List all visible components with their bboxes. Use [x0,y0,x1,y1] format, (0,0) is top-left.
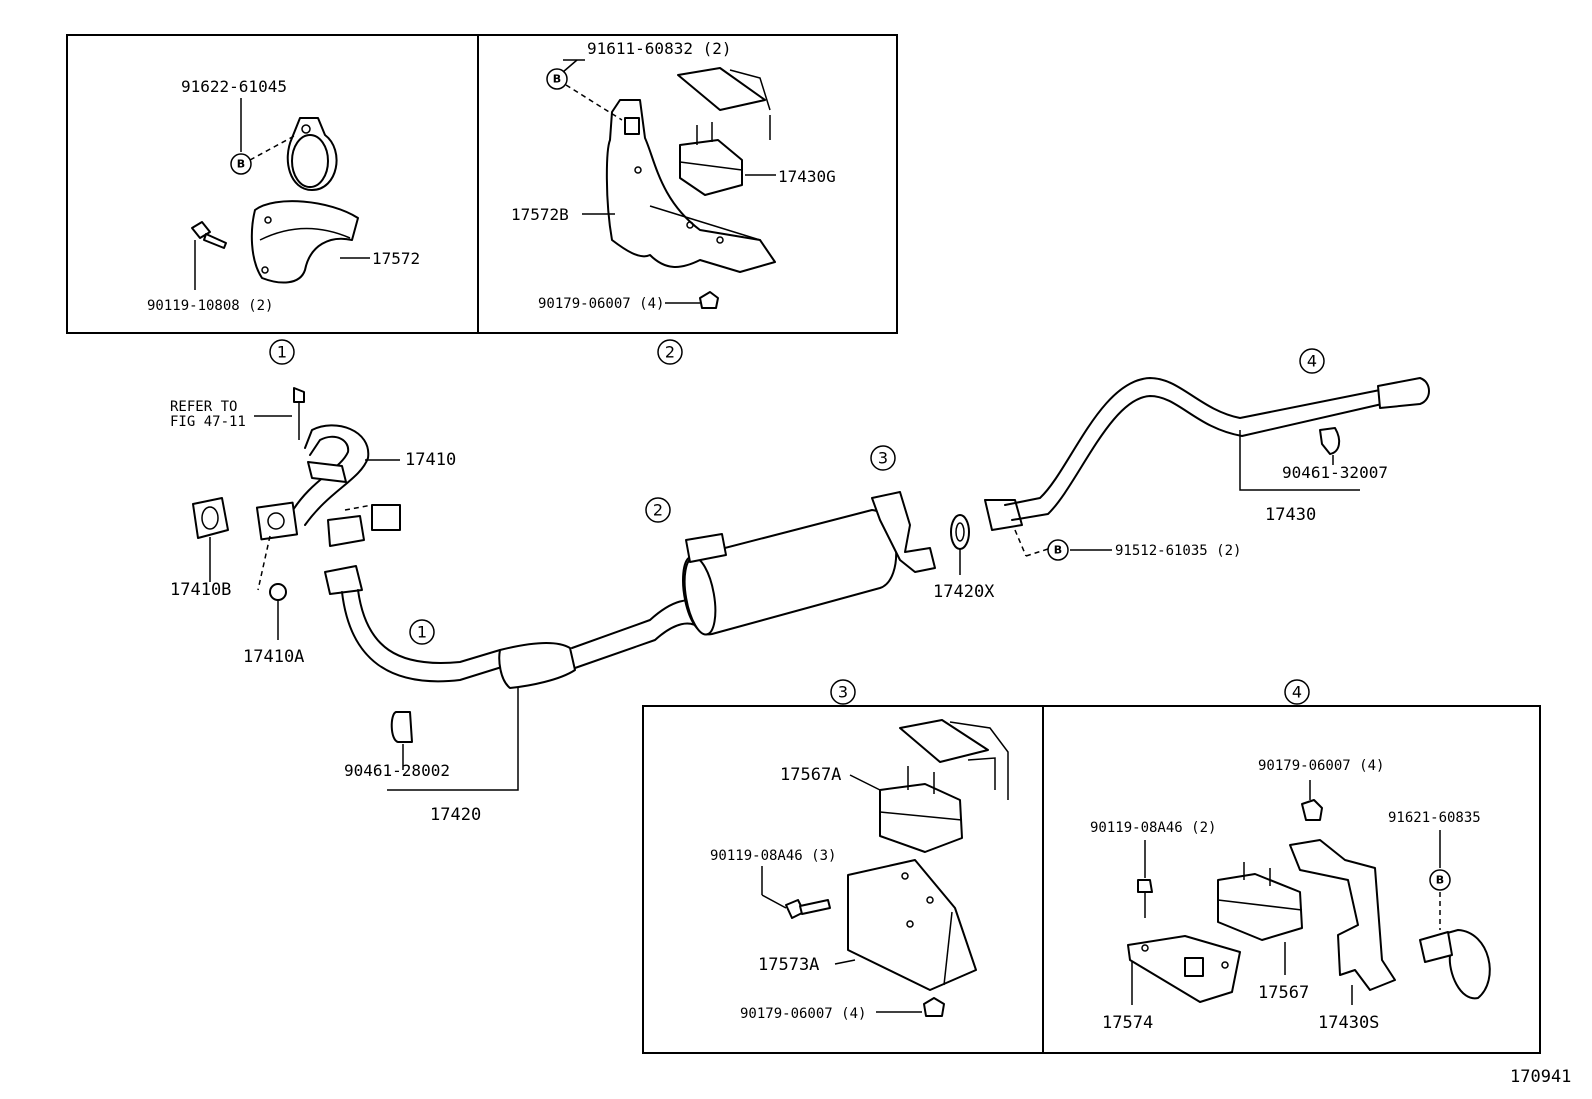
nut-17410a [269,583,287,601]
label-17574: 17574 [1102,1013,1153,1033]
converter-17420 [498,599,701,689]
front-exhaust-pipe-1 [324,565,506,683]
label-17567: 17567 [1258,983,1309,1003]
callout-2-top: 2 [665,343,675,362]
bolt-mark-b-1 [230,153,252,175]
bolt-mark-label: B [553,73,561,86]
bolt-90119-08a46-box3 [785,899,831,919]
insulator-17430g [679,122,743,196]
nut-90179-box2 [699,291,719,309]
callout-3-main: 3 [878,449,888,468]
callout-4-main: 4 [1307,352,1317,371]
callout-4-bottom: 4 [1292,683,1302,702]
bolt-mark-label: B [1054,544,1062,557]
label-refer-to: REFER TO [170,399,237,415]
insulator-17567a [879,766,963,853]
bracket-17572 [250,200,359,284]
detail-box-bottom [642,705,1541,1054]
callout-1-main: 1 [417,623,427,642]
tail-pipe-17430 [984,377,1430,531]
label-17410a: 17410A [243,647,304,667]
front-pipe-17410 [255,424,401,547]
bolt-mark-b-2 [546,68,568,90]
label-17410b: 17410B [170,580,231,600]
clamp-91622 [286,117,338,191]
bolt-90119-08a46-box4 [1137,879,1153,918]
label-17420: 17420 [430,805,481,825]
label-91622-61045: 91622-61045 [181,77,287,96]
label-17572b: 17572B [511,205,569,224]
bolt-mark-label: B [1436,874,1444,887]
gasket-17410b [192,497,229,539]
bolt-90119-10808 [191,221,227,249]
mount-bracket-top-box2 [677,67,771,140]
label-17567a: 17567A [780,765,841,785]
label-17572: 17572 [372,249,420,268]
callout-3-bottom: 3 [838,683,848,702]
label-90179-06007-box2: 90179-06007 (4) [538,296,664,312]
clamp-90461-32007 [1319,427,1341,455]
label-90119-08a46-3: 90119-08A46 (3) [710,848,836,864]
figure-number: 170941 [1510,1067,1571,1087]
label-90119-10808: 90119-10808 (2) [147,298,273,314]
label-fig-47-11: FIG 47-11 [170,414,246,430]
label-91611-60832: 91611-60832 (2) [587,39,732,58]
bolt-mark-b-3 [1047,539,1069,561]
label-17430s: 17430S [1318,1013,1379,1033]
callout-1-top: 1 [277,343,287,362]
bracket-17572b [605,99,776,273]
nut-90179-box3 [923,997,945,1017]
label-17430g: 17430G [778,167,836,186]
clamp-91621-60835 [1419,929,1491,1000]
callout-2-main: 2 [653,501,663,520]
mount-bracket-top-box3 [899,719,1009,800]
label-91512-61035: 91512-61035 (2) [1115,543,1241,559]
insulator-17567 [1217,862,1303,941]
label-17410: 17410 [405,450,456,470]
label-90461-28002: 90461-28002 [344,761,450,780]
nut-90179-box4 [1301,799,1323,821]
label-90179-06007-box4: 90179-06007 (4) [1258,758,1384,774]
clamp-90461-28002 [390,711,413,743]
label-17573a: 17573A [758,955,819,975]
label-17430: 17430 [1265,505,1316,525]
label-90119-08a46-2: 90119-08A46 (2) [1090,820,1216,836]
gasket-17420x [950,514,970,550]
label-17420x: 17420X [933,582,995,602]
hanger-17430s [1289,839,1396,991]
bolt-mark-b-4 [1429,869,1451,891]
detail-box-top [66,34,898,334]
bracket-17573a [847,859,977,991]
label-90461-32007: 90461-32007 [1282,463,1388,482]
bolt-refer-fig [293,387,305,440]
label-91621-60835: 91621-60835 [1388,810,1481,826]
muffler-17420x [682,491,936,636]
label-90179-06007-box3: 90179-06007 (4) [740,1006,866,1022]
bracket-17574 [1127,935,1241,1003]
bolt-mark-label: B [237,158,245,171]
